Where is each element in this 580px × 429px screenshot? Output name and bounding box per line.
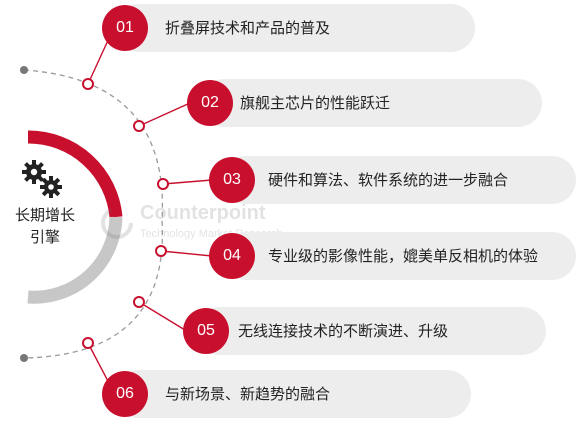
connector-05 bbox=[138, 301, 186, 331]
item-01-number: 01 bbox=[102, 5, 148, 51]
item-02-text: 旗舰主芯片的性能跃迁 bbox=[240, 94, 391, 112]
item-05-number: 05 bbox=[183, 308, 229, 354]
connector-06 bbox=[87, 342, 111, 386]
item-03-number: 03 bbox=[209, 157, 255, 203]
node-05 bbox=[133, 296, 145, 308]
red-arc bbox=[27, 130, 123, 218]
center-label-line2: 引擎 bbox=[29, 228, 60, 246]
connector-04 bbox=[160, 250, 213, 257]
gray-arc bbox=[27, 216, 123, 304]
node-01 bbox=[82, 78, 94, 90]
item-06-text: 与新场景、新趋势的融合 bbox=[165, 385, 331, 403]
item-04-text: 专业级的影像性能，媲美单反相机的体验 bbox=[268, 247, 539, 265]
item-01-box: 折叠屏技术和产品的普及 bbox=[115, 4, 475, 52]
item-06-number: 06 bbox=[102, 371, 148, 417]
node-06 bbox=[82, 337, 94, 349]
item-03-box: 硬件和算法、软件系统的进一步融合 bbox=[222, 156, 576, 204]
node-04 bbox=[155, 245, 167, 257]
center-label: 长期增长 引擎 bbox=[10, 204, 80, 248]
connector-01 bbox=[87, 35, 111, 85]
item-02-box: 旗舰主芯片的性能跃迁 bbox=[200, 79, 542, 127]
center-label-line1: 长期增长 bbox=[14, 206, 75, 224]
item-01-text: 折叠屏技术和产品的普及 bbox=[165, 19, 331, 37]
arc-end-dot-bottom bbox=[20, 354, 28, 362]
item-04-number: 04 bbox=[209, 233, 255, 279]
arc-end-dot-top bbox=[20, 66, 28, 74]
connector-02 bbox=[138, 102, 191, 127]
gears-icon bbox=[22, 160, 62, 198]
item-04-box: 专业级的影像性能，媲美单反相机的体验 bbox=[222, 232, 576, 280]
item-05-box: 无线连接技术的不断演进、升级 bbox=[196, 307, 546, 355]
item-02-number: 02 bbox=[187, 80, 233, 126]
node-03 bbox=[157, 178, 169, 190]
connector-03 bbox=[162, 179, 213, 185]
item-06-box: 与新场景、新趋势的融合 bbox=[115, 370, 471, 418]
dashed-arc bbox=[23, 69, 164, 359]
item-03-text: 硬件和算法、软件系统的进一步融合 bbox=[268, 171, 509, 189]
item-05-text: 无线连接技术的不断演进、升级 bbox=[238, 322, 449, 340]
node-02 bbox=[133, 120, 145, 132]
